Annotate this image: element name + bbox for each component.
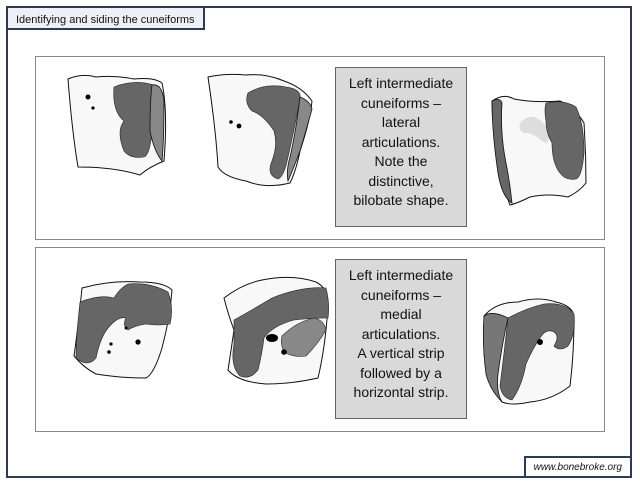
- website-credit: www.bonebroke.org: [523, 456, 632, 478]
- medial-articulations-panel: Left intermediate cuneiforms – medial ar…: [35, 247, 605, 432]
- lateral-articulations-panel: Left intermediate cuneiforms – lateral a…: [35, 56, 605, 240]
- cuneiform-lateral-view-3: [491, 95, 587, 206]
- cuneiform-lateral-view-1: [67, 74, 167, 176]
- cuneiform-lateral-view-2: [207, 73, 313, 187]
- lateral-caption: Left intermediate cuneiforms – lateral a…: [335, 67, 467, 227]
- cuneiform-medial-view-2: [223, 276, 329, 385]
- slide-title: Identifying and siding the cuneiforms: [6, 6, 205, 30]
- cuneiform-medial-view-3: [482, 298, 575, 405]
- medial-caption: Left intermediate cuneiforms – medial ar…: [335, 259, 467, 419]
- cuneiform-medial-view-1: [73, 281, 173, 379]
